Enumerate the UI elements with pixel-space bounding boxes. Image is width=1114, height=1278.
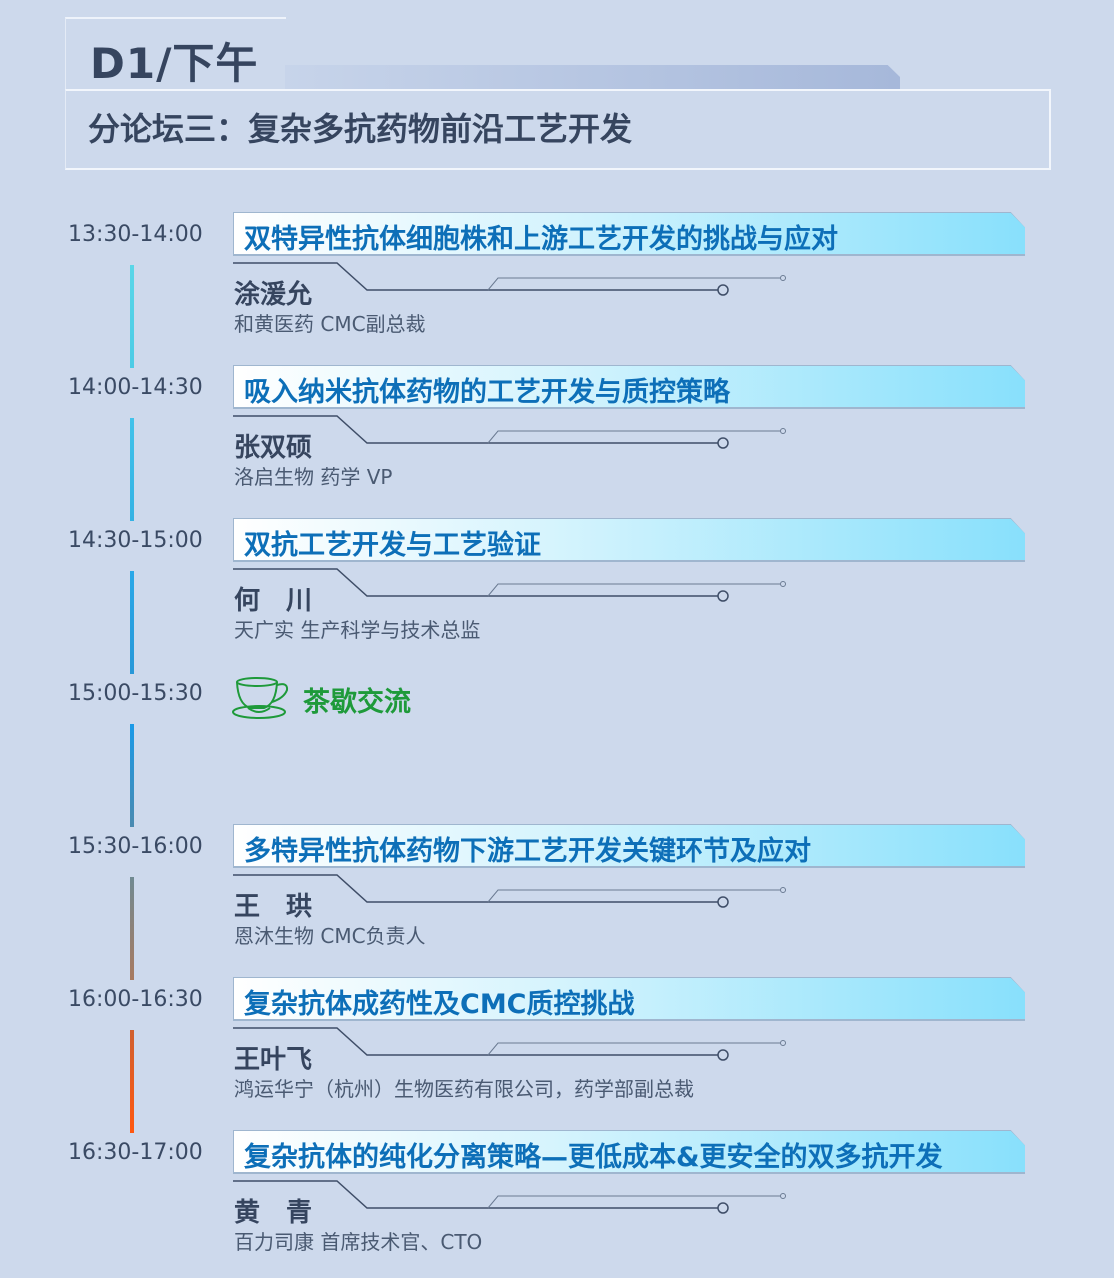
session-time: 14:00-14:30 <box>68 375 203 400</box>
speaker-org: 恩沐生物 CMC负责人 <box>234 924 426 948</box>
day-tab <box>65 17 286 91</box>
session-title-box: 吸入纳米抗体药物的工艺开发与质控策略 <box>233 365 1025 409</box>
forum-box <box>65 89 1051 170</box>
break-label: 茶歇交流 <box>303 687 411 718</box>
session-title-box: 复杂抗体的纯化分离策略—更低成本&更安全的双多抗开发 <box>233 1130 1025 1174</box>
session-title: 吸入纳米抗体药物的工艺开发与质控策略 <box>244 377 730 408</box>
session-time: 15:30-16:00 <box>68 834 203 859</box>
timeline-segment <box>130 724 134 827</box>
timeline-segment <box>130 571 134 674</box>
session-time: 16:00-16:30 <box>68 987 203 1012</box>
speaker-name: 黄 青 <box>234 1198 313 1228</box>
speaker-name: 张双硕 <box>234 433 313 463</box>
connector-decor <box>230 1027 800 1067</box>
connector-decor <box>230 874 800 914</box>
session-time: 14:30-15:00 <box>68 528 203 553</box>
title-background: 复杂抗体的纯化分离策略—更低成本&更安全的双多抗开发 <box>234 1131 1025 1172</box>
day-title: D1/下午 <box>90 39 259 88</box>
speaker-org: 天广实 生产科学与技术总监 <box>234 618 481 642</box>
header-decor-bar <box>285 65 900 89</box>
title-background: 双抗工艺开发与工艺验证 <box>234 519 1025 560</box>
speaker-org: 洛启生物 药学 VP <box>234 465 393 489</box>
timeline-segment <box>130 265 134 368</box>
timeline-segment <box>130 418 134 521</box>
session-title: 复杂抗体的纯化分离策略—更低成本&更安全的双多抗开发 <box>244 1142 943 1173</box>
session-title-box: 双特异性抗体细胞株和上游工艺开发的挑战与应对 <box>233 212 1025 256</box>
title-background: 双特异性抗体细胞株和上游工艺开发的挑战与应对 <box>234 213 1025 254</box>
speaker-name: 王叶飞 <box>234 1045 313 1075</box>
session-title: 双抗工艺开发与工艺验证 <box>244 530 541 561</box>
session-time: 15:00-15:30 <box>68 681 203 706</box>
session-title-box: 双抗工艺开发与工艺验证 <box>233 518 1025 562</box>
title-background: 多特异性抗体药物下游工艺开发关键环节及应对 <box>234 825 1025 866</box>
speaker-name: 涂湲允 <box>234 280 313 310</box>
session-title: 双特异性抗体细胞株和上游工艺开发的挑战与应对 <box>244 224 838 255</box>
session-title: 多特异性抗体药物下游工艺开发关键环节及应对 <box>244 836 811 867</box>
title-background: 吸入纳米抗体药物的工艺开发与质控策略 <box>234 366 1025 407</box>
tea-cup-icon <box>232 676 292 724</box>
session-title-box: 多特异性抗体药物下游工艺开发关键环节及应对 <box>233 824 1025 868</box>
timeline-segment <box>130 877 134 980</box>
forum-title: 分论坛三：复杂多抗药物前沿工艺开发 <box>88 110 633 148</box>
session-title-box: 复杂抗体成药性及CMC质控挑战 <box>233 977 1025 1021</box>
session-time: 16:30-17:00 <box>68 1140 203 1165</box>
speaker-name: 王 珙 <box>234 892 313 922</box>
connector-decor <box>230 262 800 302</box>
connector-decor <box>230 568 800 608</box>
session-title: 复杂抗体成药性及CMC质控挑战 <box>244 989 635 1020</box>
speaker-name: 何 川 <box>234 586 313 616</box>
connector-decor <box>230 1180 800 1220</box>
session-time: 13:30-14:00 <box>68 222 203 247</box>
speaker-org: 百力司康 首席技术官、CTO <box>234 1230 483 1254</box>
connector-decor <box>230 415 800 455</box>
timeline-segment <box>130 1030 134 1133</box>
speaker-org: 和黄医药 CMC副总裁 <box>234 312 426 336</box>
title-background: 复杂抗体成药性及CMC质控挑战 <box>234 978 1025 1019</box>
speaker-org: 鸿运华宁（杭州）生物医药有限公司，药学部副总裁 <box>234 1077 694 1101</box>
